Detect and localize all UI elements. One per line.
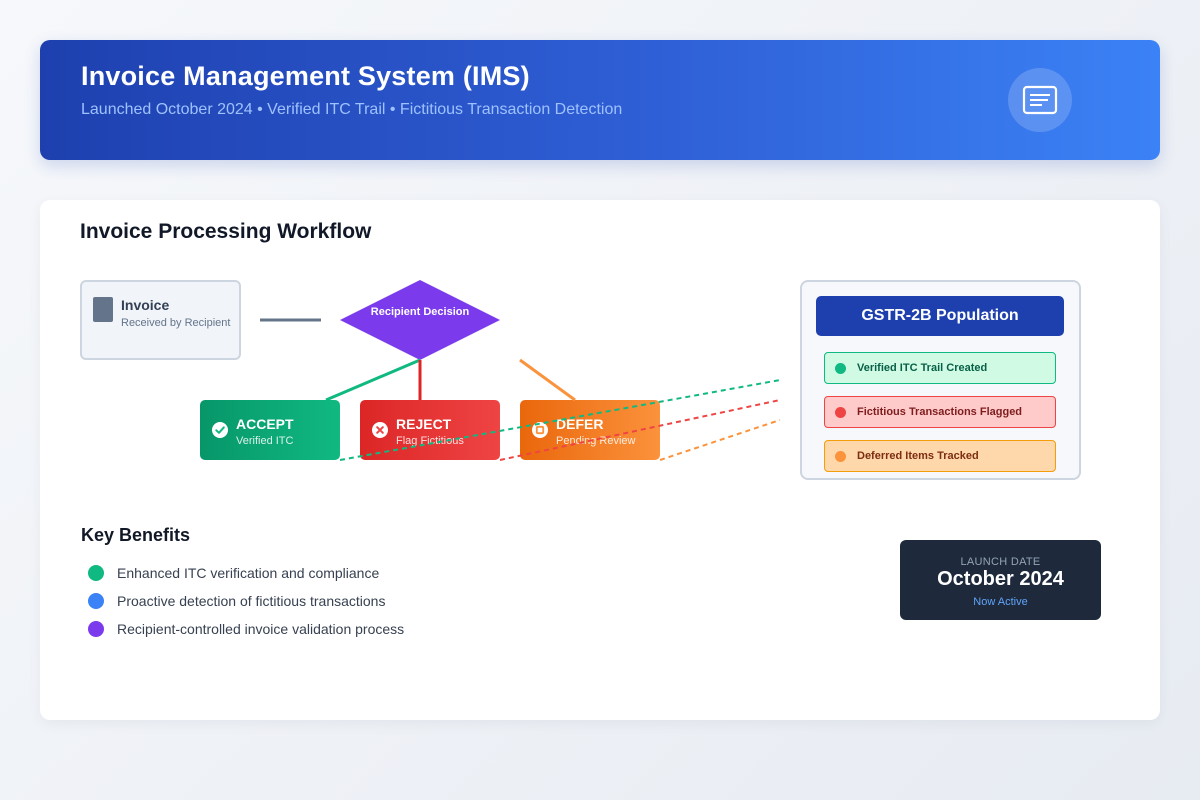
defer-sublabel: Pending Review (556, 435, 636, 447)
page-subtitle: Launched October 2024 • Verified ITC Tra… (81, 101, 623, 118)
launch-date: October 2024 (937, 568, 1064, 590)
gstr-item-verified: Verified ITC Trail Created (824, 352, 1056, 384)
gstr-title: GSTR-2B Population (816, 296, 1064, 336)
header-banner: Invoice Management System (IMS) Launched… (40, 40, 1160, 160)
gstr-item-deferred: Deferred Items Tracked (824, 440, 1056, 472)
document-lines-icon (1008, 68, 1072, 132)
bullet-dot-icon (88, 593, 104, 609)
benefit-item: Proactive detection of fictitious transa… (88, 591, 385, 611)
benefit-label: Recipient-controlled invoice validation … (117, 621, 405, 637)
accept-sublabel: Verified ITC (236, 435, 294, 447)
defer-label: DEFER (556, 416, 604, 432)
workflow-title: Invoice Processing Workflow (80, 220, 372, 243)
reject-sublabel: Flag Fictitious (396, 435, 464, 447)
launch-date-card: LAUNCH DATE October 2024 Now Active (900, 540, 1101, 620)
launch-kicker: LAUNCH DATE (960, 556, 1041, 568)
defer-node: DEFER Pending Review (520, 400, 660, 460)
x-circle-icon (372, 422, 388, 438)
benefits-title: Key Benefits (81, 525, 191, 545)
bullet-dot-icon (88, 565, 104, 581)
gstr-item-label: Deferred Items Tracked (857, 450, 979, 462)
gstr-item-flagged: Fictitious Transactions Flagged (824, 396, 1056, 428)
reject-label: REJECT (396, 416, 452, 432)
status-dot-icon (835, 362, 846, 374)
benefit-label: Enhanced ITC verification and compliance (117, 565, 380, 581)
benefit-label: Proactive detection of fictitious transa… (117, 593, 386, 609)
gstr-item-label: Verified ITC Trail Created (857, 362, 988, 374)
reject-node: REJECT Flag Fictitious (360, 400, 500, 460)
gstr-item-label: Fictitious Transactions Flagged (857, 406, 1023, 418)
benefit-item: Enhanced ITC verification and compliance (88, 563, 379, 583)
launch-status: Now Active (973, 596, 1028, 608)
accept-label: ACCEPT (236, 416, 294, 432)
page-title: Invoice Management System (IMS) (81, 61, 530, 91)
benefit-item: Recipient-controlled invoice validation … (88, 619, 404, 639)
pause-circle-icon (532, 422, 548, 438)
invoice-title: Invoice (121, 297, 170, 313)
check-circle-icon (212, 422, 228, 438)
bullet-dot-icon (88, 621, 104, 637)
accept-node: ACCEPT Verified ITC (200, 400, 340, 460)
invoice-node: Invoice Received by Recipient (80, 280, 241, 360)
invoice-subtitle: Received by Recipient (121, 317, 231, 329)
document-icon (93, 297, 113, 322)
decision-label: Recipient Decision (370, 306, 470, 318)
status-dot-icon (835, 406, 846, 418)
status-dot-icon (835, 450, 846, 462)
